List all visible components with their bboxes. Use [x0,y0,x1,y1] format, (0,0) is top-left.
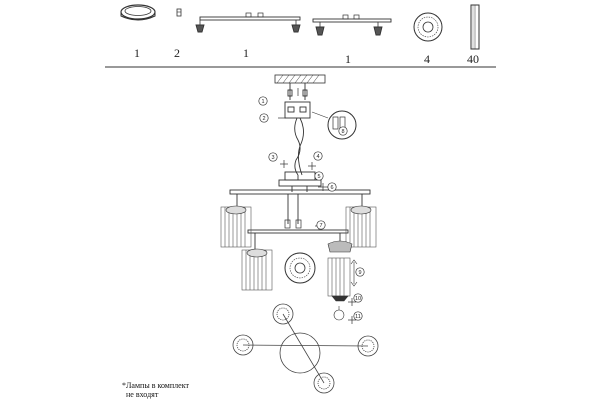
callout-circle-10 [353,293,363,303]
crystal-prism-icon [470,4,480,50]
callout-label-7: 7 [319,223,322,229]
crystal-shade-right [345,205,377,248]
bottom-view [232,303,379,394]
qty-long-bar: 1 [243,46,249,60]
callout-label-2: 2 [262,116,265,122]
callout-circle-11 [353,311,363,321]
callout-label-8: 8 [341,129,344,135]
qty-prism: 40 [467,52,479,66]
callout-label-6: 6 [330,185,333,191]
qty-canopy: 1 [134,46,140,60]
callout-label-10: 10 [355,296,361,302]
callout-circle-3 [268,152,278,162]
callout-circle-5 [314,171,324,181]
ceiling-plate [274,74,326,84]
note-line-2: не входят [126,390,159,399]
callout-group: 1 2 3 4 5 6 7 8 9 10 11 [258,96,365,321]
callout-circle-2 [259,113,269,123]
callout-circle-4 [313,151,323,161]
small-screw-icon [176,8,182,17]
crystal-disc-icon [413,12,443,42]
shade-detail-right [327,240,358,321]
callout-label-9: 9 [358,270,361,276]
crystal-shade-left [220,205,252,248]
qty-screw: 2 [174,46,180,60]
callout-circle-1 [258,96,268,106]
crystal-disc-center [284,252,316,284]
note-line-1: *Лампы в комплект [122,381,189,390]
qty-disc: 4 [424,52,430,66]
callout-circle-6 [327,182,337,192]
callout-circle-8 [338,126,348,136]
callout-label-3: 3 [271,155,274,161]
canopy-ring-icon [120,4,156,21]
callout-label-11: 11 [355,314,361,320]
qty-short-bar: 1 [345,52,351,66]
long-arm-bar-icon [195,12,301,33]
callout-label-4: 4 [316,154,319,160]
lamps-note: *Лампы в комплект не входят [122,381,189,399]
callout-circle-9 [355,267,365,277]
callout-label-5: 5 [317,174,320,180]
callout-circle-7 [316,220,326,230]
callout-label-1: 1 [261,99,264,105]
crystal-shade-lower-left [241,248,273,291]
short-arm-bar-icon [312,14,392,36]
